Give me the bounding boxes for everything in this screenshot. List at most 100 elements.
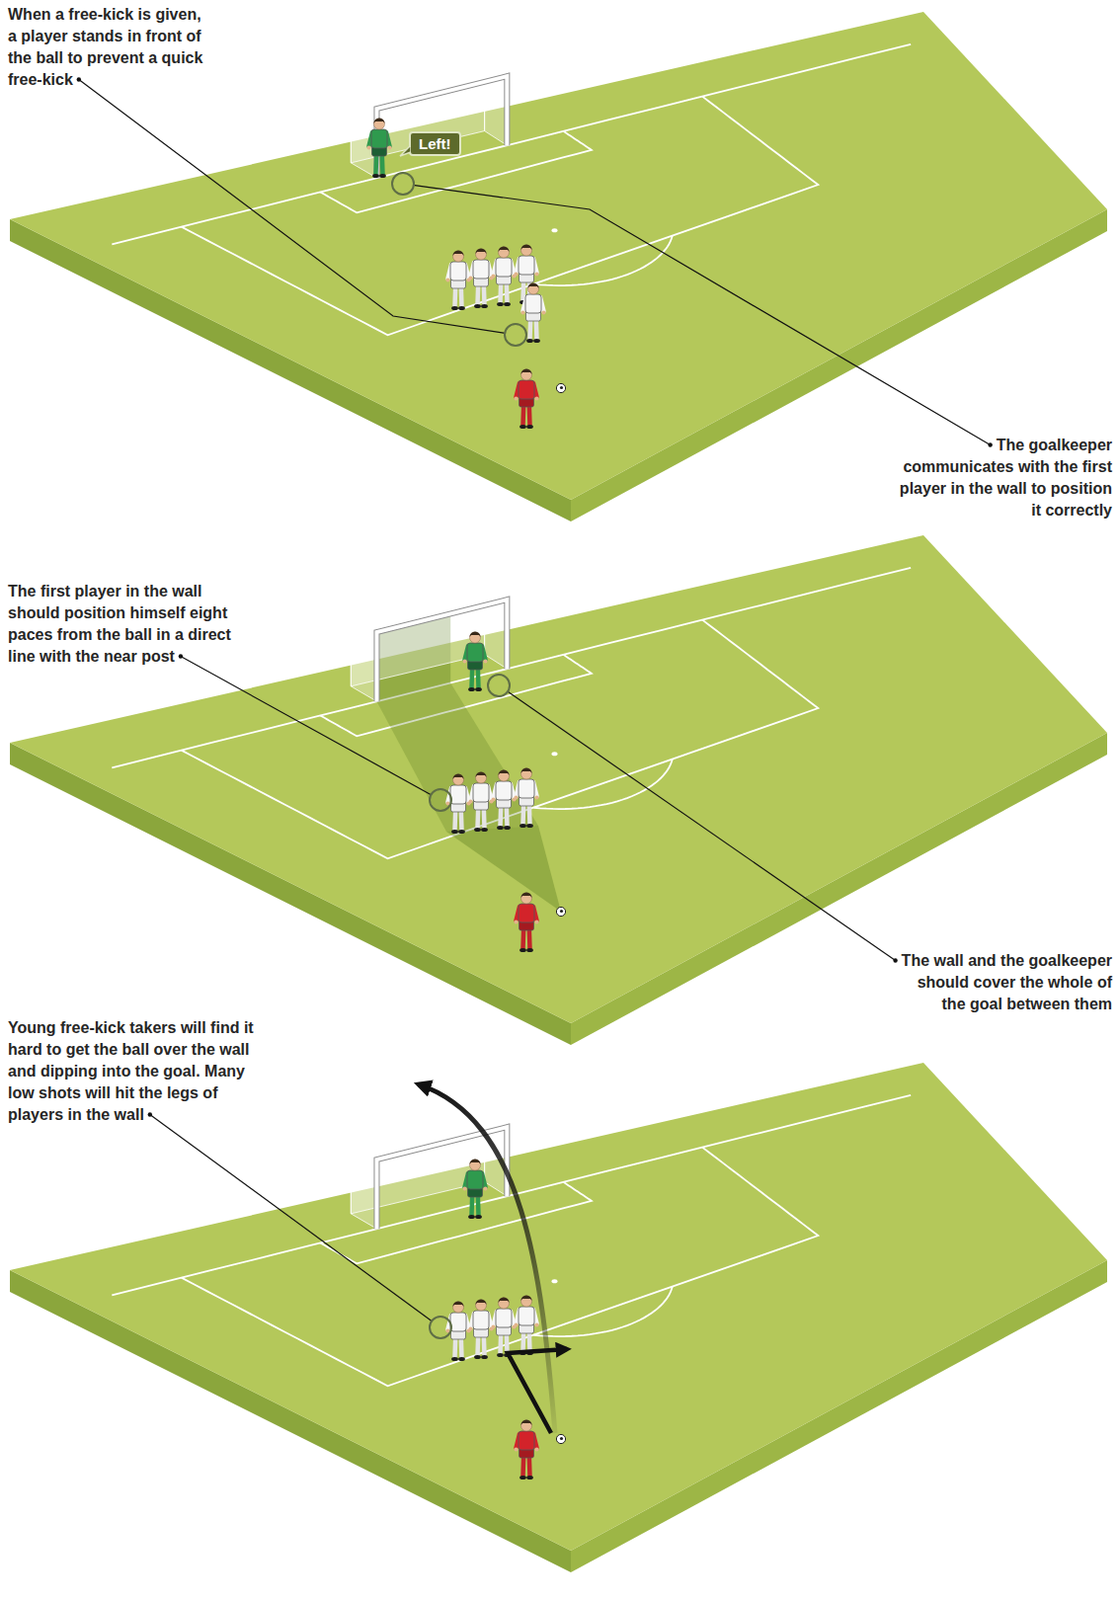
boot: [379, 173, 387, 178]
goal-frame: [376, 76, 507, 178]
boot: [526, 823, 534, 828]
leg: [504, 282, 510, 303]
callout-ring: [487, 674, 510, 697]
head: [453, 1301, 465, 1313]
pitch-panel: [9, 1062, 1108, 1573]
boot: [526, 948, 534, 953]
hand: [514, 1323, 519, 1328]
shirt: [495, 1308, 512, 1328]
boot: [468, 687, 476, 692]
leg: [481, 807, 487, 828]
free-kick-taker-figure: [514, 1420, 540, 1481]
shirt: [518, 255, 535, 275]
hand: [388, 146, 393, 151]
leg: [520, 404, 526, 425]
goal-net: [350, 76, 507, 178]
boot: [519, 948, 527, 953]
boot: [480, 304, 488, 309]
hair: [521, 244, 533, 251]
callout-text: Young free-kick takers will find it hard…: [7, 1017, 255, 1126]
boot: [526, 424, 534, 429]
covered-zone: [376, 682, 539, 832]
head: [498, 1297, 510, 1309]
speech-tail: [399, 144, 411, 159]
leg: [520, 1331, 526, 1352]
pitch-surface: [9, 11, 1108, 500]
penalty-spot: [552, 751, 559, 756]
callout-ring: [429, 789, 452, 811]
hand: [542, 311, 547, 316]
leg: [527, 803, 533, 824]
hair: [521, 768, 533, 774]
boot: [480, 1355, 488, 1359]
leader-dot: [892, 958, 897, 962]
hand: [483, 1187, 488, 1192]
penalty-arc: [533, 1286, 672, 1337]
head: [374, 118, 386, 130]
goal-frame-outline: [376, 76, 507, 178]
leg: [469, 1195, 475, 1215]
leg: [475, 284, 480, 305]
goal-net: [350, 599, 507, 702]
boot: [503, 825, 511, 830]
leg: [481, 284, 487, 305]
hair: [476, 248, 487, 254]
chip-shot-arrow: [418, 1084, 556, 1434]
boot: [519, 1475, 527, 1480]
boot: [526, 1475, 534, 1480]
leader-line: [414, 185, 991, 446]
penalty-arc: [533, 236, 672, 286]
head: [470, 632, 481, 643]
leg: [504, 1333, 510, 1354]
leader-line: [508, 692, 896, 961]
defender-figure: [469, 1299, 494, 1360]
boot: [475, 1214, 482, 1219]
callout-ring: [392, 172, 414, 195]
defender-figure: [491, 1297, 517, 1359]
head: [453, 774, 465, 786]
defender-figure: [521, 283, 547, 344]
hair: [476, 772, 487, 779]
hand: [535, 920, 540, 925]
leg: [452, 809, 458, 830]
head: [521, 1295, 533, 1307]
leg: [459, 1337, 465, 1358]
speech-tail-shape: [399, 145, 411, 157]
head: [521, 1420, 533, 1432]
leg: [380, 154, 386, 174]
leg: [497, 1333, 503, 1354]
hand: [535, 796, 540, 800]
leader-dot: [178, 653, 183, 658]
hand: [514, 796, 519, 800]
head: [476, 772, 487, 784]
callout-text: The first player in the wall should posi…: [7, 580, 245, 668]
shirt: [473, 1310, 489, 1330]
hair: [521, 369, 533, 375]
leg: [373, 154, 379, 174]
low-shot-arrow: [507, 1349, 567, 1434]
ball: [556, 383, 565, 393]
net-side: [350, 632, 377, 702]
boot: [519, 823, 527, 828]
boot: [458, 1357, 466, 1361]
leg: [527, 928, 533, 949]
hand: [469, 276, 474, 281]
hand: [491, 274, 496, 279]
ball-patch: [559, 1437, 563, 1440]
goal-line: [111, 1095, 911, 1295]
head: [476, 1299, 487, 1311]
hand: [446, 278, 451, 283]
leader-line: [150, 1115, 431, 1321]
leg: [527, 404, 533, 425]
leg: [527, 319, 533, 339]
goalkeeper-figure: [463, 1159, 488, 1220]
shirt: [450, 785, 467, 804]
leg: [459, 809, 465, 830]
net-side: [484, 599, 508, 669]
hair: [453, 250, 465, 256]
head: [521, 768, 533, 780]
leader-dot: [77, 77, 81, 81]
shirt: [518, 380, 535, 400]
leg: [475, 1335, 480, 1356]
leader-line: [180, 656, 431, 796]
